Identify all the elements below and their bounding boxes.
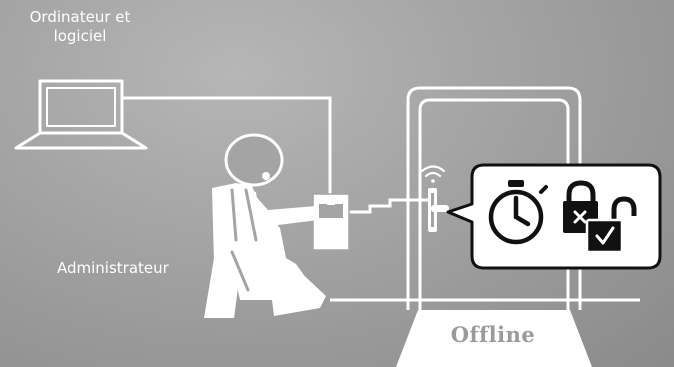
- laptop-icon: [14, 79, 148, 150]
- administrator-label: Administrateur: [57, 259, 169, 277]
- access-callout: [446, 163, 662, 270]
- device-cable: [348, 198, 432, 214]
- computer-software-label: Ordinateur et logiciel: [29, 8, 131, 45]
- administrator-figure: [204, 133, 326, 318]
- wifi-signal-icon: [420, 165, 446, 183]
- programming-device-icon: [312, 193, 350, 251]
- door-handle-icon: [428, 188, 449, 232]
- offline-label: Offline: [450, 322, 536, 347]
- laptop-cable: [122, 96, 332, 205]
- door-icon: [406, 86, 582, 310]
- lock-open-granted-icon: [585, 196, 637, 254]
- stopwatch-icon: [488, 180, 548, 245]
- offline-badge: [396, 310, 592, 367]
